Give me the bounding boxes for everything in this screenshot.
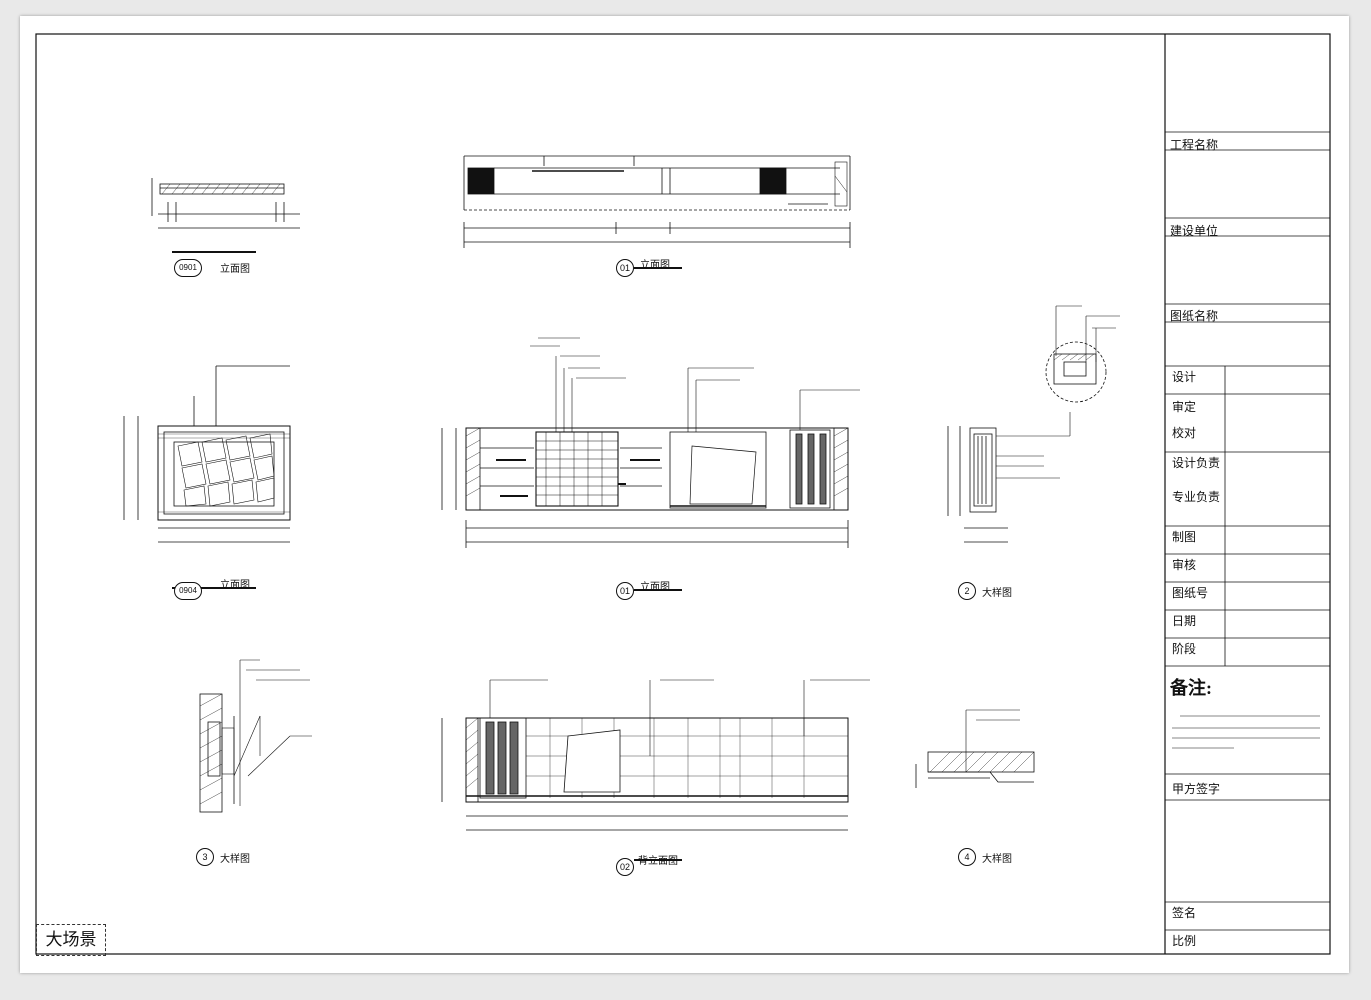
tb-client-design-label: 甲方签字 (1172, 782, 1221, 796)
callout-bubble-02: 02 (616, 858, 634, 876)
plan-0901 (151, 178, 300, 253)
callout-bubble-01-top: 01 (616, 259, 634, 277)
tb-review-label: 审核 (1172, 558, 1197, 572)
caption-2-title: 大样图 (982, 588, 1012, 599)
caption-3-title: 大样图 (220, 854, 250, 865)
callout-bubble-01-mid: 01 (616, 582, 634, 600)
caption-0901-title: 立面图 (220, 264, 250, 275)
callout-bubble-3: 3 (196, 848, 214, 866)
tb-signature-label: 签名 (1172, 906, 1197, 920)
scene-stamp: 大场景 (36, 924, 106, 956)
plan-01-top (463, 155, 851, 269)
caption-02-title: 背立面图 (638, 856, 678, 867)
elevation-0904 (123, 365, 291, 589)
caption-0904-title: 立面图 (220, 580, 250, 591)
tb-draw-label: 制图 (1172, 530, 1197, 544)
tb-remarks-label: 备注: (1170, 678, 1212, 698)
tb-proof-label: 校对 (1172, 426, 1197, 440)
title-block-rows (1165, 131, 1330, 931)
elevation-01-main (441, 337, 860, 591)
section-3 (199, 659, 312, 813)
drawing-sheet: 0901 立面图 01 立面图 0904 立面图 01 立面图 2 大样图 3 … (20, 16, 1349, 973)
tb-drawing-name-label: 图纸名称 (1170, 309, 1219, 323)
cad-drawing (35, 33, 1331, 955)
caption-01-mid-title: 立面图 (640, 582, 670, 593)
callout-bubble-4: 4 (958, 848, 976, 866)
section-2 (947, 305, 1120, 543)
tb-design-lead-label: 设计负责 (1172, 456, 1221, 470)
section-4 (915, 709, 1035, 788)
tb-check-label: 审定 (1172, 400, 1197, 414)
callout-bubble-0904: 0904 (174, 582, 202, 600)
caption-01-top-title: 立面图 (640, 260, 670, 271)
tb-client-label: 建设单位 (1170, 224, 1219, 238)
tb-project-name-label: 工程名称 (1170, 138, 1219, 152)
tb-ratio-label: 比例 (1172, 934, 1197, 948)
caption-4-title: 大样图 (982, 854, 1012, 865)
tb-date-label: 日期 (1172, 614, 1197, 628)
elevation-02 (441, 679, 870, 861)
tb-discipline-lead-label: 专业负责 (1172, 490, 1221, 504)
tb-design-label: 设计 (1172, 370, 1197, 384)
remarks-lines (1172, 715, 1320, 749)
callout-bubble-2: 2 (958, 582, 976, 600)
tb-stage-label: 阶段 (1172, 642, 1197, 656)
sheet-frame (35, 33, 1331, 955)
callout-bubble-0901: 0901 (174, 259, 202, 277)
tb-sheet-no-label: 图纸号 (1172, 586, 1209, 600)
